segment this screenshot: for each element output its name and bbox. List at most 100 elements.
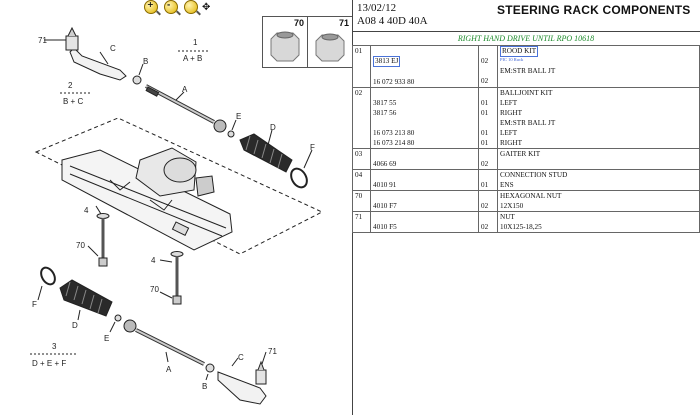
label-f-bottom: F: [32, 300, 37, 309]
group-label-2-text: B + C: [63, 97, 83, 106]
label-d-top: D: [270, 123, 276, 132]
nut-icon: [315, 33, 345, 62]
lower-rod[interactable]: [123, 319, 205, 366]
lower-nut-b[interactable]: [205, 363, 215, 373]
parts-table: 01 3813 EJ 16 072 933 80 02 02 ROOD KIT …: [352, 45, 700, 233]
thumbnail-71-number: 71: [338, 18, 349, 28]
upper-nut-b[interactable]: [132, 75, 142, 85]
part-description: CONNECTION STUD: [500, 171, 568, 179]
group-number: 71: [355, 213, 363, 221]
zoom-out-glyph: -: [167, 0, 171, 9]
table-row[interactable]: 04 4010 91 01 CONNECTION STUD ENS: [352, 169, 700, 191]
part-description: 12X150: [500, 202, 524, 210]
label-b-top: B: [143, 57, 148, 66]
part-reference[interactable]: 4010 F5: [373, 223, 397, 231]
table-row[interactable]: 02 3817 55 3817 56 16 073 213 80 16 073 …: [352, 87, 700, 149]
part-description: ROOD KIT: [500, 46, 539, 57]
variant-subheader: RIGHT HAND DRIVE UNTIL RPO 10618: [457, 34, 595, 43]
label-c-top: C: [110, 44, 116, 53]
header-code: A08 4 40D 40A: [357, 15, 428, 27]
label-a-top: A: [182, 85, 188, 94]
part-reference[interactable]: 4010 91: [373, 181, 397, 189]
label-e-bottom: E: [104, 334, 109, 343]
part-description: RIGHT: [500, 139, 522, 147]
label-4-right: 4: [151, 256, 156, 265]
label-f-top: F: [310, 143, 315, 152]
lower-balljoint[interactable]: [217, 360, 267, 405]
part-description: HEXAGONAL NUT: [500, 192, 562, 200]
part-description: GAITER KIT: [500, 150, 541, 158]
lower-gaiter[interactable]: [59, 279, 113, 317]
table-row[interactable]: 03 4066 69 02 GAITER KIT: [352, 148, 700, 170]
group-number: 70: [355, 192, 363, 200]
left-connection-stud[interactable]: [96, 213, 110, 267]
upper-rod[interactable]: [145, 84, 227, 133]
label-c-bottom: C: [238, 353, 244, 362]
hex-nut-icon: [270, 31, 300, 62]
label-71-bottom: 71: [268, 347, 277, 356]
table-row[interactable]: 70 4010 F7 02 HEXAGONAL NUT 12X150: [352, 190, 700, 212]
part-quantity: 02: [481, 202, 489, 210]
lower-ring-f[interactable]: [38, 265, 57, 287]
upper-gaiter[interactable]: [239, 133, 293, 173]
pan-icon[interactable]: ✥: [202, 1, 211, 13]
label-a-bottom: A: [166, 365, 172, 374]
group-number: 02: [355, 89, 363, 97]
group-label-1-number: 1: [193, 38, 198, 47]
part-reference[interactable]: 16 073 213 80: [373, 129, 415, 137]
upper-ring-f[interactable]: [288, 166, 310, 190]
upper-balljoint[interactable]: [44, 26, 127, 81]
label-d-bottom: D: [72, 321, 78, 330]
steering-rack-housing[interactable]: [61, 147, 233, 251]
part-quantity: 01: [481, 129, 489, 137]
part-thumbnails: 70 71: [262, 16, 353, 68]
part-reference[interactable]: 3813 EJ: [373, 56, 401, 67]
label-b-bottom: B: [202, 382, 207, 391]
part-reference[interactable]: 16 073 214 80: [373, 139, 415, 147]
part-quantity: 02: [481, 77, 489, 85]
zoom-out-icon[interactable]: -: [164, 0, 178, 14]
part-description: EM:STR BALL JT: [500, 119, 556, 127]
part-quantity: 02: [481, 223, 489, 231]
part-reference[interactable]: 3817 56: [373, 109, 397, 117]
part-reference[interactable]: 4010 F7: [373, 202, 397, 210]
part-description: LEFT: [500, 99, 518, 107]
part-reference[interactable]: 3817 55: [373, 99, 397, 107]
part-description: BALLJOINT KIT: [500, 89, 553, 97]
part-description: EM:STR BALL JT: [500, 67, 556, 75]
group-label-3-number: 3: [52, 342, 57, 351]
part-quantity: 02: [481, 57, 489, 65]
group-label-3-text: D + E + F: [32, 359, 66, 368]
zoom-in-glyph: +: [147, 0, 154, 9]
part-reference[interactable]: 16 072 933 80: [373, 78, 415, 86]
table-row[interactable]: 71 4010 F5 02 NUT 10X125-18,25: [352, 211, 700, 233]
part-description: RIGHT: [500, 109, 522, 117]
zoom-in-icon[interactable]: +: [144, 0, 158, 14]
thumbnail-70-number: 70: [293, 18, 304, 28]
label-70-left: 70: [76, 241, 85, 250]
part-quantity: 01: [481, 99, 489, 107]
header-date: 13/02/12: [357, 2, 397, 14]
zoom-fit-icon[interactable]: [184, 0, 198, 14]
lower-clip-e[interactable]: [114, 314, 122, 322]
table-row[interactable]: 01 3813 EJ 16 072 933 80 02 02 ROOD KIT …: [352, 45, 700, 88]
thumbnail-70[interactable]: 70: [263, 17, 308, 67]
label-e-top: E: [236, 112, 241, 121]
part-quantity: 01: [481, 181, 489, 189]
group-label-1-text: A + B: [183, 54, 202, 63]
part-reference[interactable]: 4066 69: [373, 160, 397, 168]
part-description: ENS: [500, 181, 514, 189]
part-description: LEFT: [500, 129, 518, 137]
group-label-2-number: 2: [68, 81, 73, 90]
thumbnail-71[interactable]: 71: [308, 17, 352, 67]
label-4-left: 4: [84, 206, 89, 215]
right-connection-stud[interactable]: [170, 251, 184, 305]
exploded-parts-diagram: 71 C B A 1 A + B 2 B + C E D F: [30, 26, 324, 405]
part-description: 10X125-18,25: [500, 223, 542, 231]
group-number: 03: [355, 150, 363, 158]
part-note: PIC 10 Ruck: [500, 57, 524, 62]
header-divider: [352, 31, 700, 32]
upper-clip-e[interactable]: [227, 130, 235, 138]
label-70-right: 70: [150, 285, 159, 294]
label-71-top: 71: [38, 36, 47, 45]
